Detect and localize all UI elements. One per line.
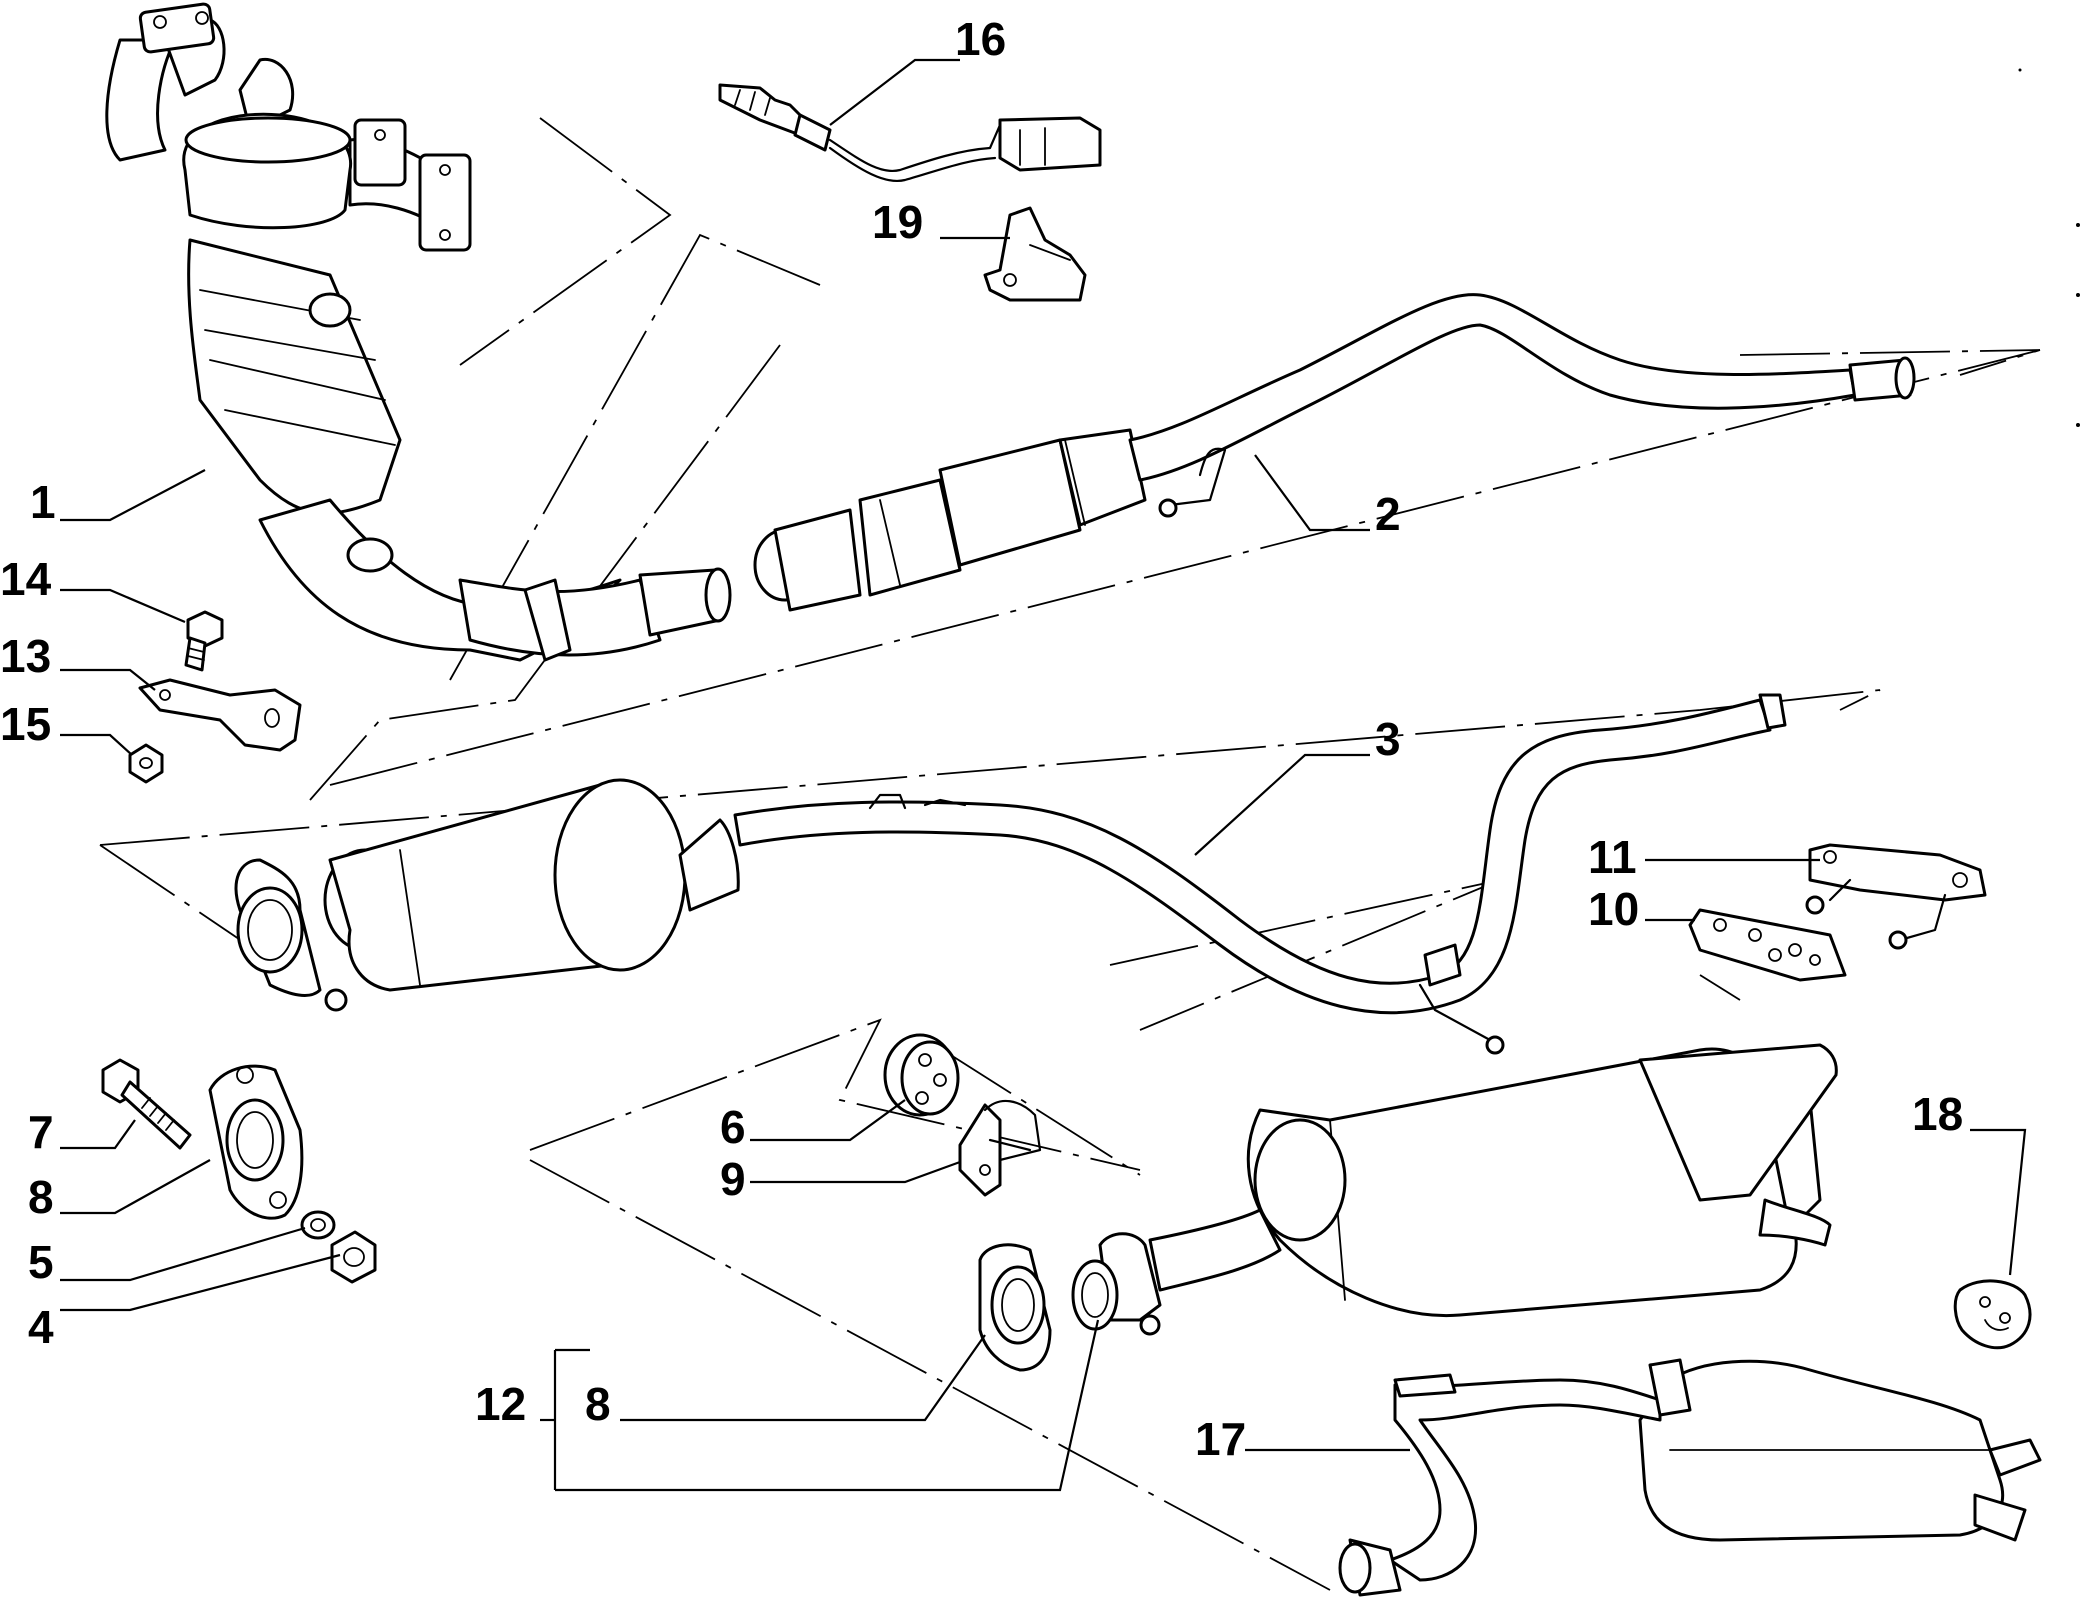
callout-2: 2	[1375, 488, 1401, 540]
margin-ticks	[2018, 68, 2080, 427]
callout-5: 5	[28, 1236, 54, 1288]
callout-1: 1	[30, 476, 56, 528]
callout-13: 13	[0, 630, 51, 682]
rear-silencer	[1148, 1043, 2042, 1597]
nut-small	[128, 743, 164, 784]
callout-4: 4	[28, 1301, 54, 1353]
callout-9: 9	[720, 1153, 746, 1205]
callout-16: 16	[955, 13, 1006, 65]
front-pipe-section	[458, 293, 1916, 662]
bracket	[958, 1099, 1042, 1197]
callout-12: 12	[475, 1378, 526, 1430]
callout-7: 7	[28, 1106, 54, 1158]
callout-labels: 1 2 3 4 5 6 7 8 9 10 11 12 8 13 14 15 16…	[0, 13, 1963, 1465]
nut	[330, 1230, 377, 1284]
callout-15: 15	[0, 698, 51, 750]
callout-10: 10	[1588, 883, 1639, 935]
callout-6: 6	[720, 1101, 746, 1153]
oxygen-sensor	[718, 83, 1102, 183]
leader-lines	[60, 58, 2027, 1492]
gasket-kit	[978, 1232, 1162, 1372]
bolt-small	[184, 610, 224, 672]
rubber-mount	[883, 1033, 960, 1117]
callout-8-left: 8	[28, 1171, 54, 1223]
catalytic-converter-manifold	[105, 2, 622, 662]
callout-18: 18	[1912, 1088, 1963, 1140]
center-pipe-silencer	[234, 693, 1787, 1055]
callout-11: 11	[1588, 831, 1637, 883]
callout-8-right: 8	[585, 1378, 611, 1430]
callout-3: 3	[1375, 713, 1401, 765]
bracket-plate	[138, 678, 302, 752]
callout-19: 19	[872, 196, 923, 248]
callout-14: 14	[0, 553, 52, 605]
gasket	[208, 1064, 304, 1220]
sensor-bracket	[983, 206, 1087, 302]
rubber-hanger	[1688, 908, 1847, 982]
bolt	[101, 1058, 192, 1150]
callout-17: 17	[1195, 1413, 1246, 1465]
rubber-ring	[1953, 1279, 2032, 1350]
support-bracket	[1805, 843, 1987, 950]
washer	[300, 1210, 336, 1240]
